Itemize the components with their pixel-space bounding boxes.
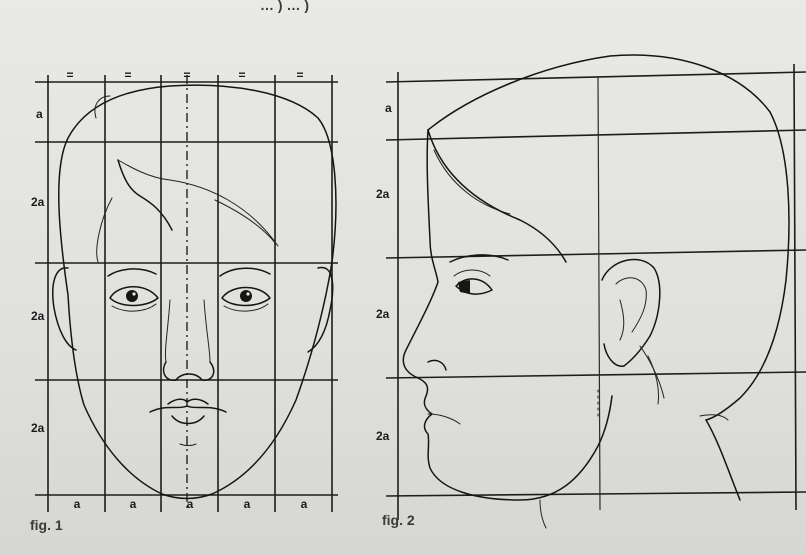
fig2-neck-back bbox=[706, 420, 740, 500]
fig1-caption: fig. 1 bbox=[30, 517, 63, 533]
fig1-top-mark: = bbox=[238, 68, 245, 82]
fig1-hair-strand bbox=[118, 160, 172, 230]
fig1-row-label: 2a bbox=[31, 195, 45, 209]
fig1-top-mark: = bbox=[296, 68, 303, 82]
fig2-gridline-brow bbox=[386, 250, 806, 258]
fig2-neck-front bbox=[540, 500, 546, 528]
fig2-gridline-top bbox=[386, 72, 806, 82]
fig2-caption: fig. 2 bbox=[382, 512, 415, 528]
fig1-top-mark: = bbox=[183, 68, 190, 82]
fig2-hair-strand bbox=[434, 150, 510, 214]
fig1-left-eyebrow bbox=[108, 269, 156, 276]
header-fragment: … ) … ) bbox=[260, 0, 309, 13]
figure-1: = = = = = a 2a 2a 2a a a a a a fig. 1 bbox=[30, 68, 338, 533]
fig1-left-ear bbox=[53, 268, 76, 350]
fig2-jaw-line bbox=[640, 346, 664, 398]
fig1-right-eye bbox=[222, 288, 270, 312]
fig2-mouth-corner bbox=[428, 414, 460, 424]
fig1-upper-lip bbox=[168, 399, 208, 404]
fig2-gridline-hairline bbox=[386, 130, 806, 140]
fig2-gridline-chin bbox=[386, 492, 806, 496]
fig2-nostril bbox=[428, 360, 446, 370]
fig1-nose-tip bbox=[164, 362, 214, 380]
fig1-nose-bridge bbox=[204, 300, 210, 362]
fig1-nose-bridge bbox=[165, 300, 170, 362]
fig1-row-label: 2a bbox=[31, 421, 45, 435]
fig1-hair-strand bbox=[118, 160, 278, 246]
fig2-eye bbox=[454, 270, 492, 294]
fig2-face-profile bbox=[403, 130, 612, 500]
fig2-ear bbox=[602, 259, 660, 366]
fig1-column-label: a bbox=[301, 497, 308, 511]
fig2-hair-line bbox=[428, 130, 566, 262]
fig1-top-mark: = bbox=[124, 68, 131, 82]
fig1-right-eyebrow bbox=[220, 268, 270, 276]
fig1-hair-strand bbox=[215, 200, 276, 244]
fig1-row-label: 2a bbox=[31, 309, 45, 323]
fig1-column-label: a bbox=[74, 497, 81, 511]
fig2-row-label: a bbox=[385, 101, 392, 115]
fig2-head-outline bbox=[428, 55, 789, 420]
fig1-top-mark: = bbox=[66, 68, 73, 82]
fig1-lower-lip bbox=[172, 416, 204, 424]
fig2-row-label: 2a bbox=[376, 307, 390, 321]
fig2-row-label: 2a bbox=[376, 187, 390, 201]
fig2-gridline-nose bbox=[386, 372, 806, 378]
fig1-column-label: a bbox=[244, 497, 251, 511]
fig1-row-label: a bbox=[36, 107, 43, 121]
fig1-face-outline bbox=[59, 85, 336, 498]
fig1-column-label: a bbox=[130, 497, 137, 511]
fig1-chin-line bbox=[180, 444, 196, 446]
figure-2: a 2a 2a 2a fig. 2 bbox=[376, 55, 806, 528]
fig2-row-label: 2a bbox=[376, 429, 390, 443]
fig1-left-eye bbox=[110, 287, 158, 311]
fig2-jaw-line bbox=[648, 356, 659, 404]
